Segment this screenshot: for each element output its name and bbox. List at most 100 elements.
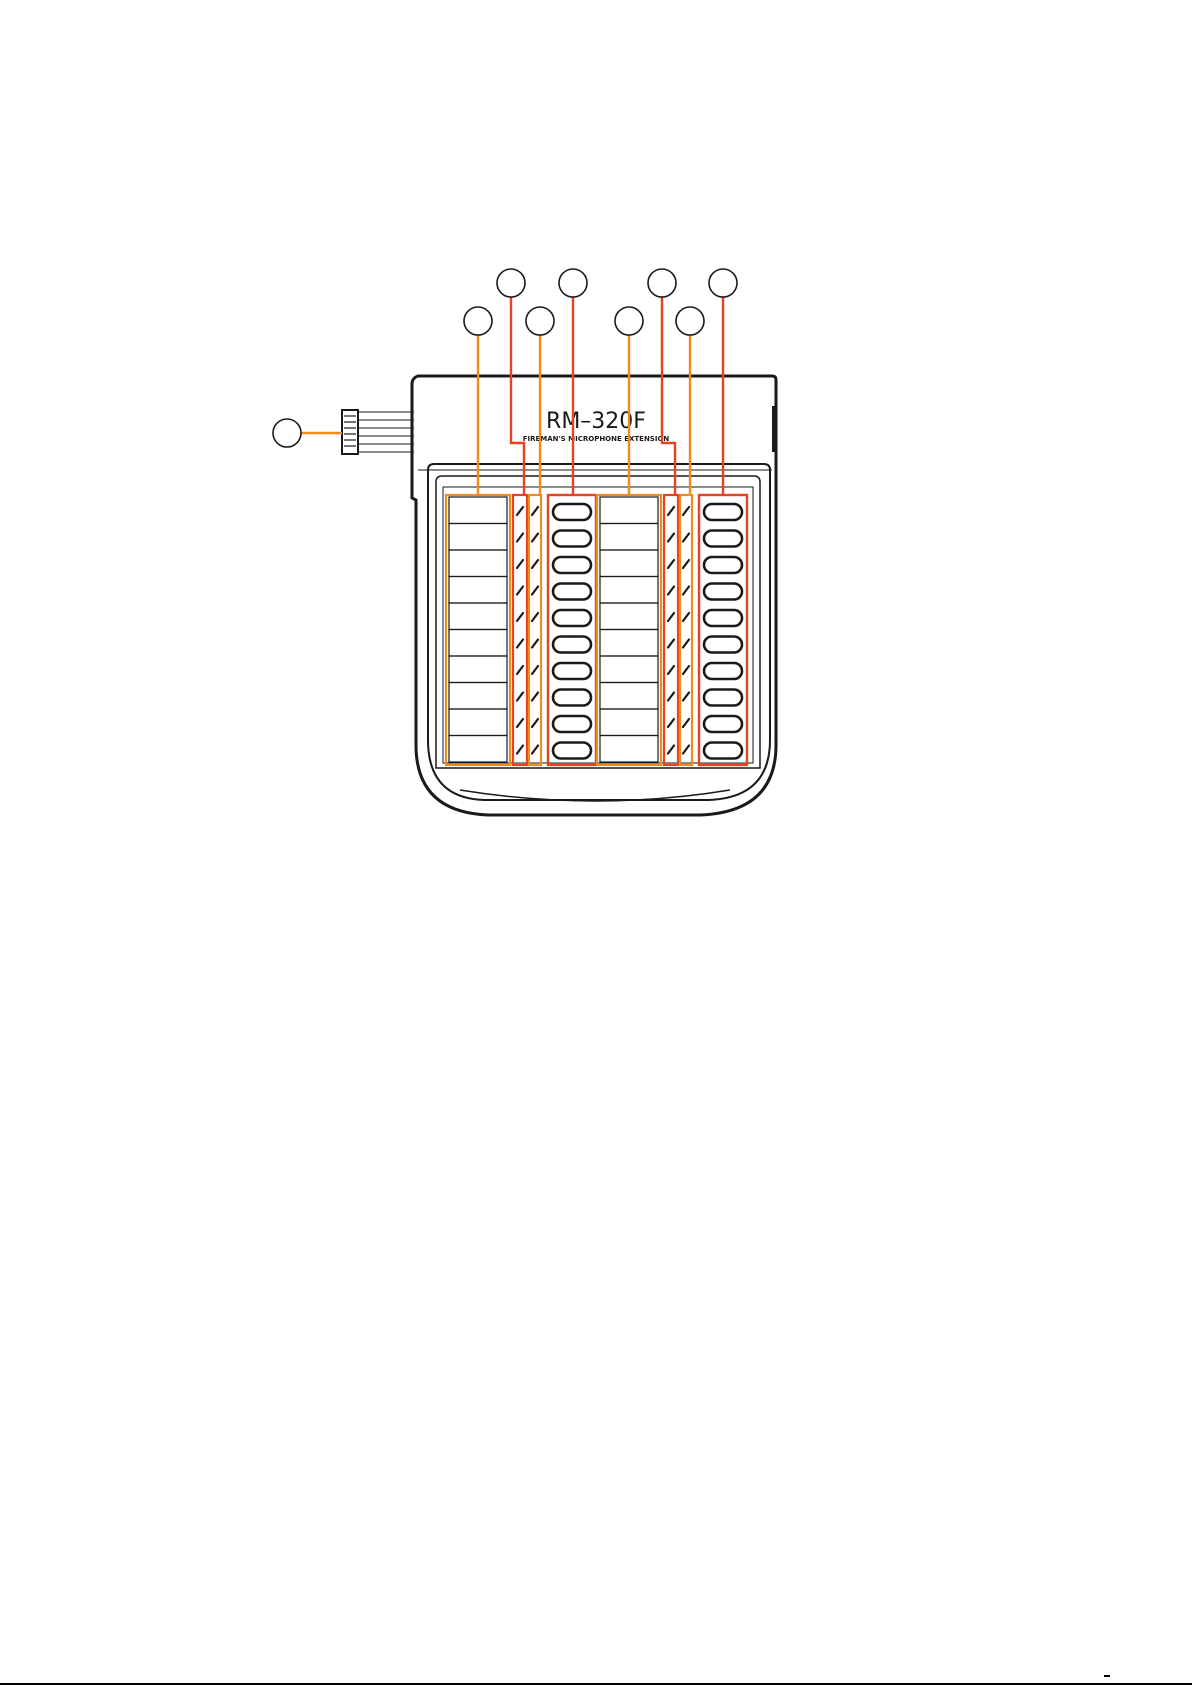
leader-line	[662, 297, 675, 495]
led-indicator-icon	[668, 587, 674, 595]
leader-line-group	[301, 297, 723, 495]
label-strip-cell	[600, 577, 658, 604]
led-indicator-icon	[532, 719, 538, 727]
label-strip-cell	[449, 683, 507, 710]
led-indicator-icon	[532, 560, 538, 568]
label-strip-cell	[449, 550, 507, 577]
led-indicator-icon	[517, 666, 523, 674]
key-button-icon	[704, 743, 742, 759]
cable-wires	[358, 412, 414, 452]
key-button-icon	[553, 531, 591, 547]
key-button-icon	[704, 637, 742, 653]
led-indicator-icon	[532, 507, 538, 515]
key-button-icon	[553, 663, 591, 679]
led-indicator-icon	[683, 719, 689, 727]
led-indicator-icon	[517, 587, 523, 595]
label-strip-cell	[600, 736, 658, 763]
led-indicator-icon	[532, 613, 538, 621]
button-column-highlight	[699, 495, 747, 765]
model-subtitle: FIREMAN'S MICROPHONE EXTENSION	[523, 435, 670, 443]
circle-callout-icon	[497, 269, 525, 297]
key-button-icon	[704, 504, 742, 520]
led-indicator-icon	[683, 746, 689, 754]
label-strip-cell	[449, 603, 507, 630]
key-button-icon	[553, 610, 591, 626]
side-rail	[772, 406, 777, 452]
page-number-mark	[1104, 1675, 1110, 1677]
led-indicator-icon	[668, 560, 674, 568]
label-strip-cell	[600, 497, 658, 524]
led-indicator-icon	[683, 534, 689, 542]
connector-ribs	[344, 416, 356, 446]
led-indicator-icon	[532, 534, 538, 542]
led-indicator-icon	[668, 693, 674, 701]
led-indicator-icon	[517, 534, 523, 542]
label-strip-cell	[449, 524, 507, 551]
circle-callout-icon	[615, 307, 643, 335]
led-indicator-icon	[532, 666, 538, 674]
led-indicator-icon	[668, 746, 674, 754]
label-strip-cell	[600, 683, 658, 710]
led-indicator-icon	[517, 507, 523, 515]
led-indicator-icon	[517, 560, 523, 568]
key-button-icon	[704, 557, 742, 573]
label-strip-cell	[449, 656, 507, 683]
label-strip-cell	[600, 709, 658, 736]
led-indicator-icon	[517, 746, 523, 754]
label-strip-cell	[600, 603, 658, 630]
label-strip-cell	[449, 709, 507, 736]
button-column-highlight	[548, 495, 596, 765]
circle-callout-icon	[648, 269, 676, 297]
leader-line	[511, 297, 524, 495]
led-indicator-icon	[683, 666, 689, 674]
key-button-icon	[553, 743, 591, 759]
led-indicator-icon	[683, 560, 689, 568]
led-indicator-icon	[517, 640, 523, 648]
key-button-icon	[704, 716, 742, 732]
label-strip-cell	[449, 630, 507, 657]
circle-callout-icon	[273, 419, 301, 447]
device-face-plate	[428, 464, 770, 800]
label-strip-cell	[449, 497, 507, 524]
key-button-icon	[704, 663, 742, 679]
led-indicator-icon	[668, 613, 674, 621]
led-indicator-icon	[532, 746, 538, 754]
label-strip-cell	[600, 630, 658, 657]
circle-callout-icon	[526, 307, 554, 335]
led-indicator-icon	[517, 613, 523, 621]
circle-callout-icon	[559, 269, 587, 297]
led-indicator-icon	[532, 693, 538, 701]
key-button-icon	[704, 610, 742, 626]
circle-callout-icon	[709, 269, 737, 297]
key-button-icon	[553, 557, 591, 573]
led-indicator-icon	[532, 587, 538, 595]
circle-callout-icon	[676, 307, 704, 335]
label-strip-cell	[449, 577, 507, 604]
key-button-icon	[553, 504, 591, 520]
label-strip-cell	[449, 736, 507, 763]
key-button-icon	[553, 584, 591, 600]
cable-connector-icon	[342, 410, 414, 454]
led-indicator-icon	[683, 640, 689, 648]
key-button-icon	[704, 690, 742, 706]
model-name: RM–320F	[546, 409, 646, 434]
label-strip-cell	[600, 656, 658, 683]
led-indicator-icon	[668, 666, 674, 674]
led-indicator-icon	[683, 613, 689, 621]
circle-callout-icon	[464, 307, 492, 335]
led-indicator-icon	[517, 693, 523, 701]
button-column-group	[553, 504, 742, 759]
key-button-icon	[704, 531, 742, 547]
key-button-icon	[704, 584, 742, 600]
led-indicator-icon	[683, 587, 689, 595]
key-button-icon	[553, 637, 591, 653]
led-indicator-icon	[517, 719, 523, 727]
label-strip-cell	[600, 524, 658, 551]
led-indicator-icon	[668, 534, 674, 542]
key-button-icon	[553, 716, 591, 732]
led-indicator-icon	[668, 507, 674, 515]
key-button-icon	[553, 690, 591, 706]
led-indicator-icon	[683, 693, 689, 701]
led-indicator-icon	[532, 640, 538, 648]
